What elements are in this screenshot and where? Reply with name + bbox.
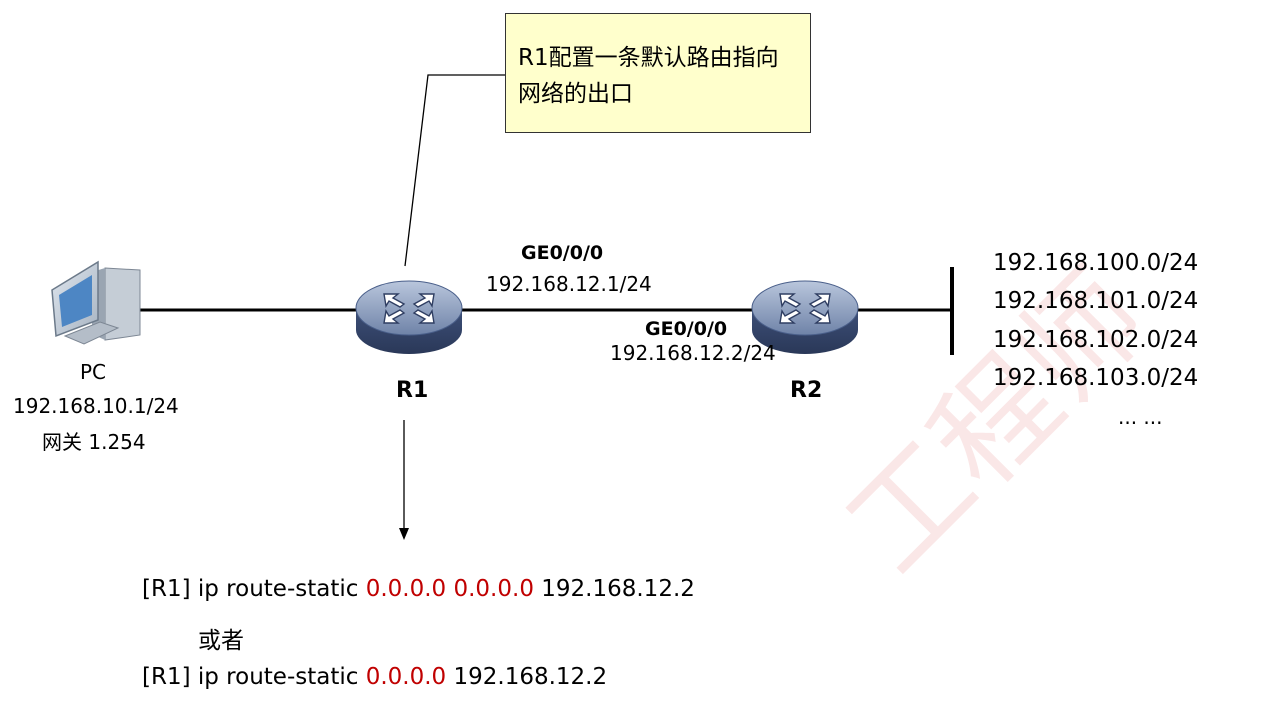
callout-leader-line <box>404 74 505 267</box>
r2-router-icon <box>751 280 859 354</box>
command-1-prefix: [R1] ip route-static <box>142 576 366 602</box>
callout-line-2: 网络的出口 <box>518 81 633 107</box>
arrow-head <box>399 528 409 540</box>
callout-line-1: R1配置一条默认路由指向 <box>518 45 779 71</box>
network-item: 192.168.100.0/24 <box>993 250 1199 276</box>
r2-ip-label: 192.168.12.2/24 <box>610 341 776 365</box>
r1-ip-label: 192.168.12.1/24 <box>486 272 652 296</box>
r2-name-label: R2 <box>790 378 823 403</box>
command-line-1: [R1] ip route-static 0.0.0.0 0.0.0.0 192… <box>142 576 695 602</box>
command-2-nexthop: 192.168.12.2 <box>446 664 608 690</box>
command-1-destination: 0.0.0.0 0.0.0.0 <box>365 576 534 602</box>
pc-name-label: PC <box>80 360 107 384</box>
network-item: 192.168.102.0/24 <box>993 327 1199 353</box>
pc-icon <box>51 260 141 345</box>
command-2-destination: 0.0.0.0 <box>365 664 447 690</box>
callout-box: R1配置一条默认路由指向 网络的出口 <box>505 13 811 133</box>
command-2-prefix: [R1] ip route-static <box>142 664 366 690</box>
r1-router-icon <box>355 280 463 354</box>
r1-name-label: R1 <box>396 378 429 403</box>
network-ellipsis: ... ... <box>1118 405 1163 429</box>
pc-ip-label: 192.168.10.1/24 <box>13 394 179 418</box>
r1-interface-label: GE0/0/0 <box>521 242 604 264</box>
network-item: 192.168.103.0/24 <box>993 365 1199 391</box>
or-label: 或者 <box>198 628 244 654</box>
pc-gateway-label: 网关 1.254 <box>42 430 146 454</box>
r2-interface-label: GE0/0/0 <box>645 318 728 340</box>
network-item: 192.168.101.0/24 <box>993 288 1199 314</box>
command-line-2: [R1] ip route-static 0.0.0.0 192.168.12.… <box>142 664 607 690</box>
command-1-nexthop: 192.168.12.2 <box>533 576 695 602</box>
